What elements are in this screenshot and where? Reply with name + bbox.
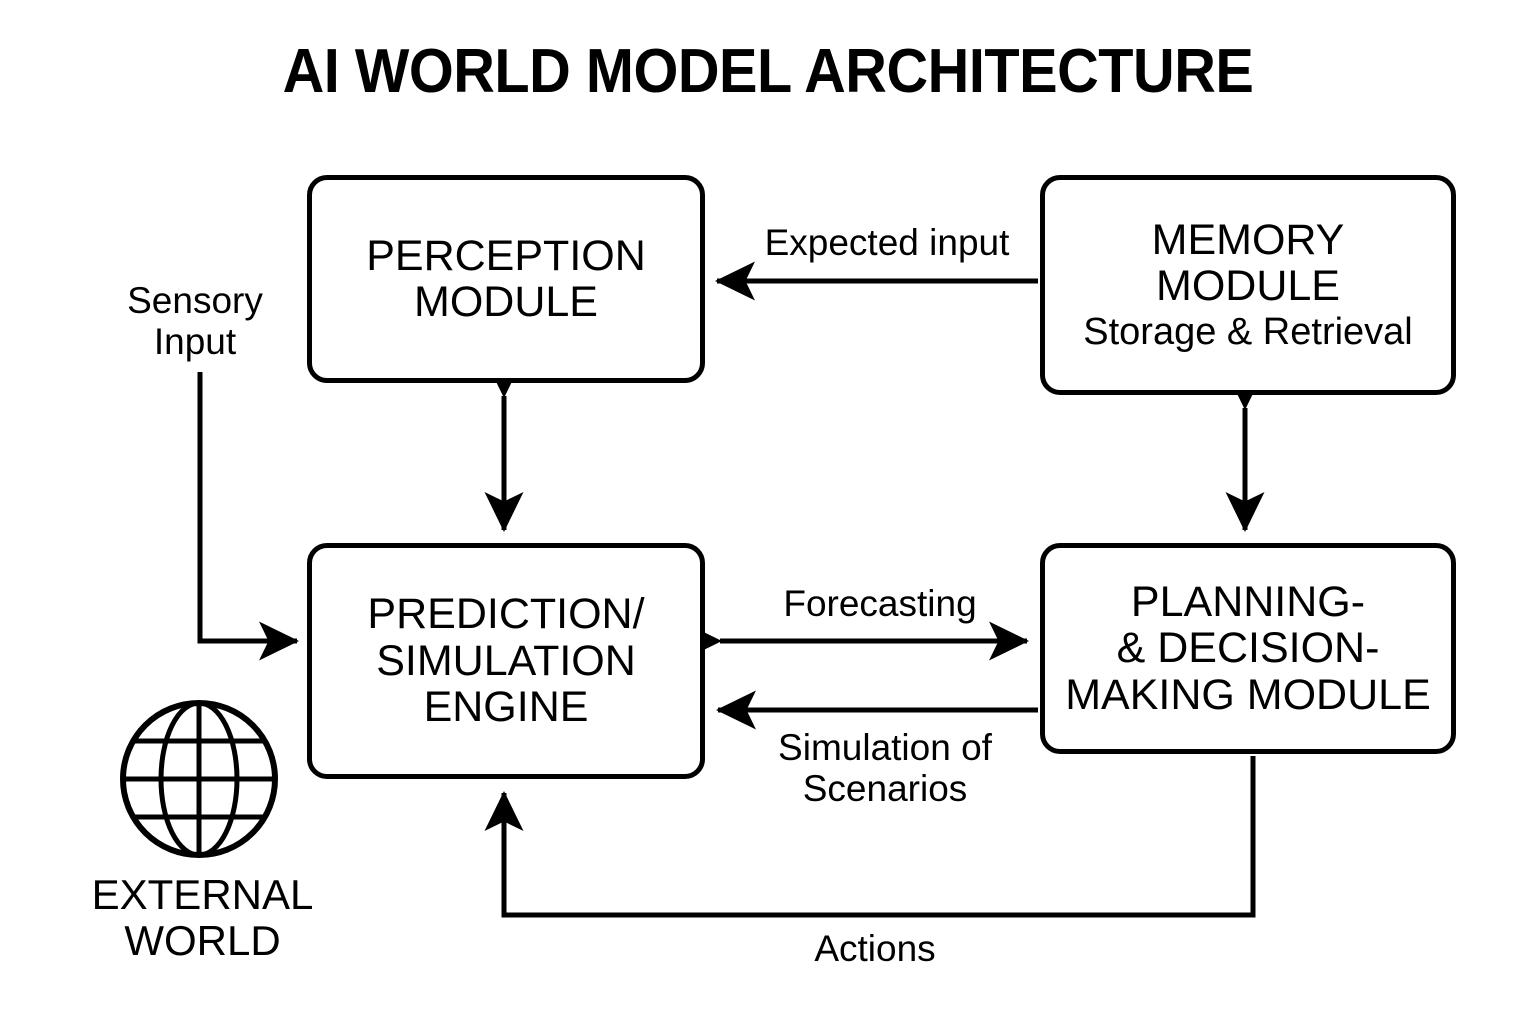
edge-label-simulation-of-scenarios: Simulation of Scenarios — [740, 727, 1030, 810]
node-memory-line1: MEMORY — [1151, 216, 1345, 265]
node-planning-decision-making-module[interactable]: PLANNING- & DECISION- MAKING MODULE — [1040, 543, 1456, 754]
node-perception-line1: PERCEPTION — [366, 231, 646, 280]
edge-label-sensory-input: Sensory Input — [105, 280, 285, 363]
external-world-label: EXTERNAL WORLD — [45, 871, 360, 965]
edge-label-simulation-line2: Scenarios — [802, 768, 968, 810]
globe-icon — [120, 700, 278, 858]
edge-label-expected-input: Expected input — [764, 222, 1010, 263]
edge-label-simulation-line1: Simulation of — [778, 727, 992, 768]
edge-label-sensory-input-line1: Sensory — [127, 280, 263, 321]
node-prediction-line3: ENGINE — [423, 683, 589, 732]
edge-label-actions: Actions — [814, 928, 936, 969]
node-prediction-line2: SIMULATION — [376, 636, 636, 685]
node-planning-line3: MAKING MODULE — [1065, 670, 1431, 719]
node-perception-line2: MODULE — [414, 278, 598, 326]
node-memory-line2: MODULE — [1156, 262, 1340, 311]
node-memory-subtitle: Storage & Retrieval — [1083, 310, 1413, 353]
node-planning-line1: PLANNING- — [1130, 577, 1366, 626]
edge-label-sensory-input-line2: Input — [153, 321, 237, 363]
external-world-line2: WORLD — [124, 917, 281, 965]
node-planning-line2: & DECISION- — [1116, 624, 1380, 673]
node-memory-module[interactable]: MEMORY MODULE Storage & Retrieval — [1040, 175, 1456, 395]
edge-label-forecasting: Forecasting — [783, 583, 977, 624]
edge-actions — [484, 756, 1256, 918]
node-perception-module[interactable]: PERCEPTION MODULE — [307, 175, 705, 383]
external-world-line1: EXTERNAL — [91, 871, 314, 918]
node-prediction-line1: PREDICTION/ — [367, 590, 645, 639]
node-prediction-simulation-engine[interactable]: PREDICTION/ SIMULATION ENGINE — [307, 543, 705, 779]
edge-sensory-input — [197, 372, 300, 661]
page-title: AI WORLD MODEL ARCHITECTURE — [282, 37, 1254, 106]
